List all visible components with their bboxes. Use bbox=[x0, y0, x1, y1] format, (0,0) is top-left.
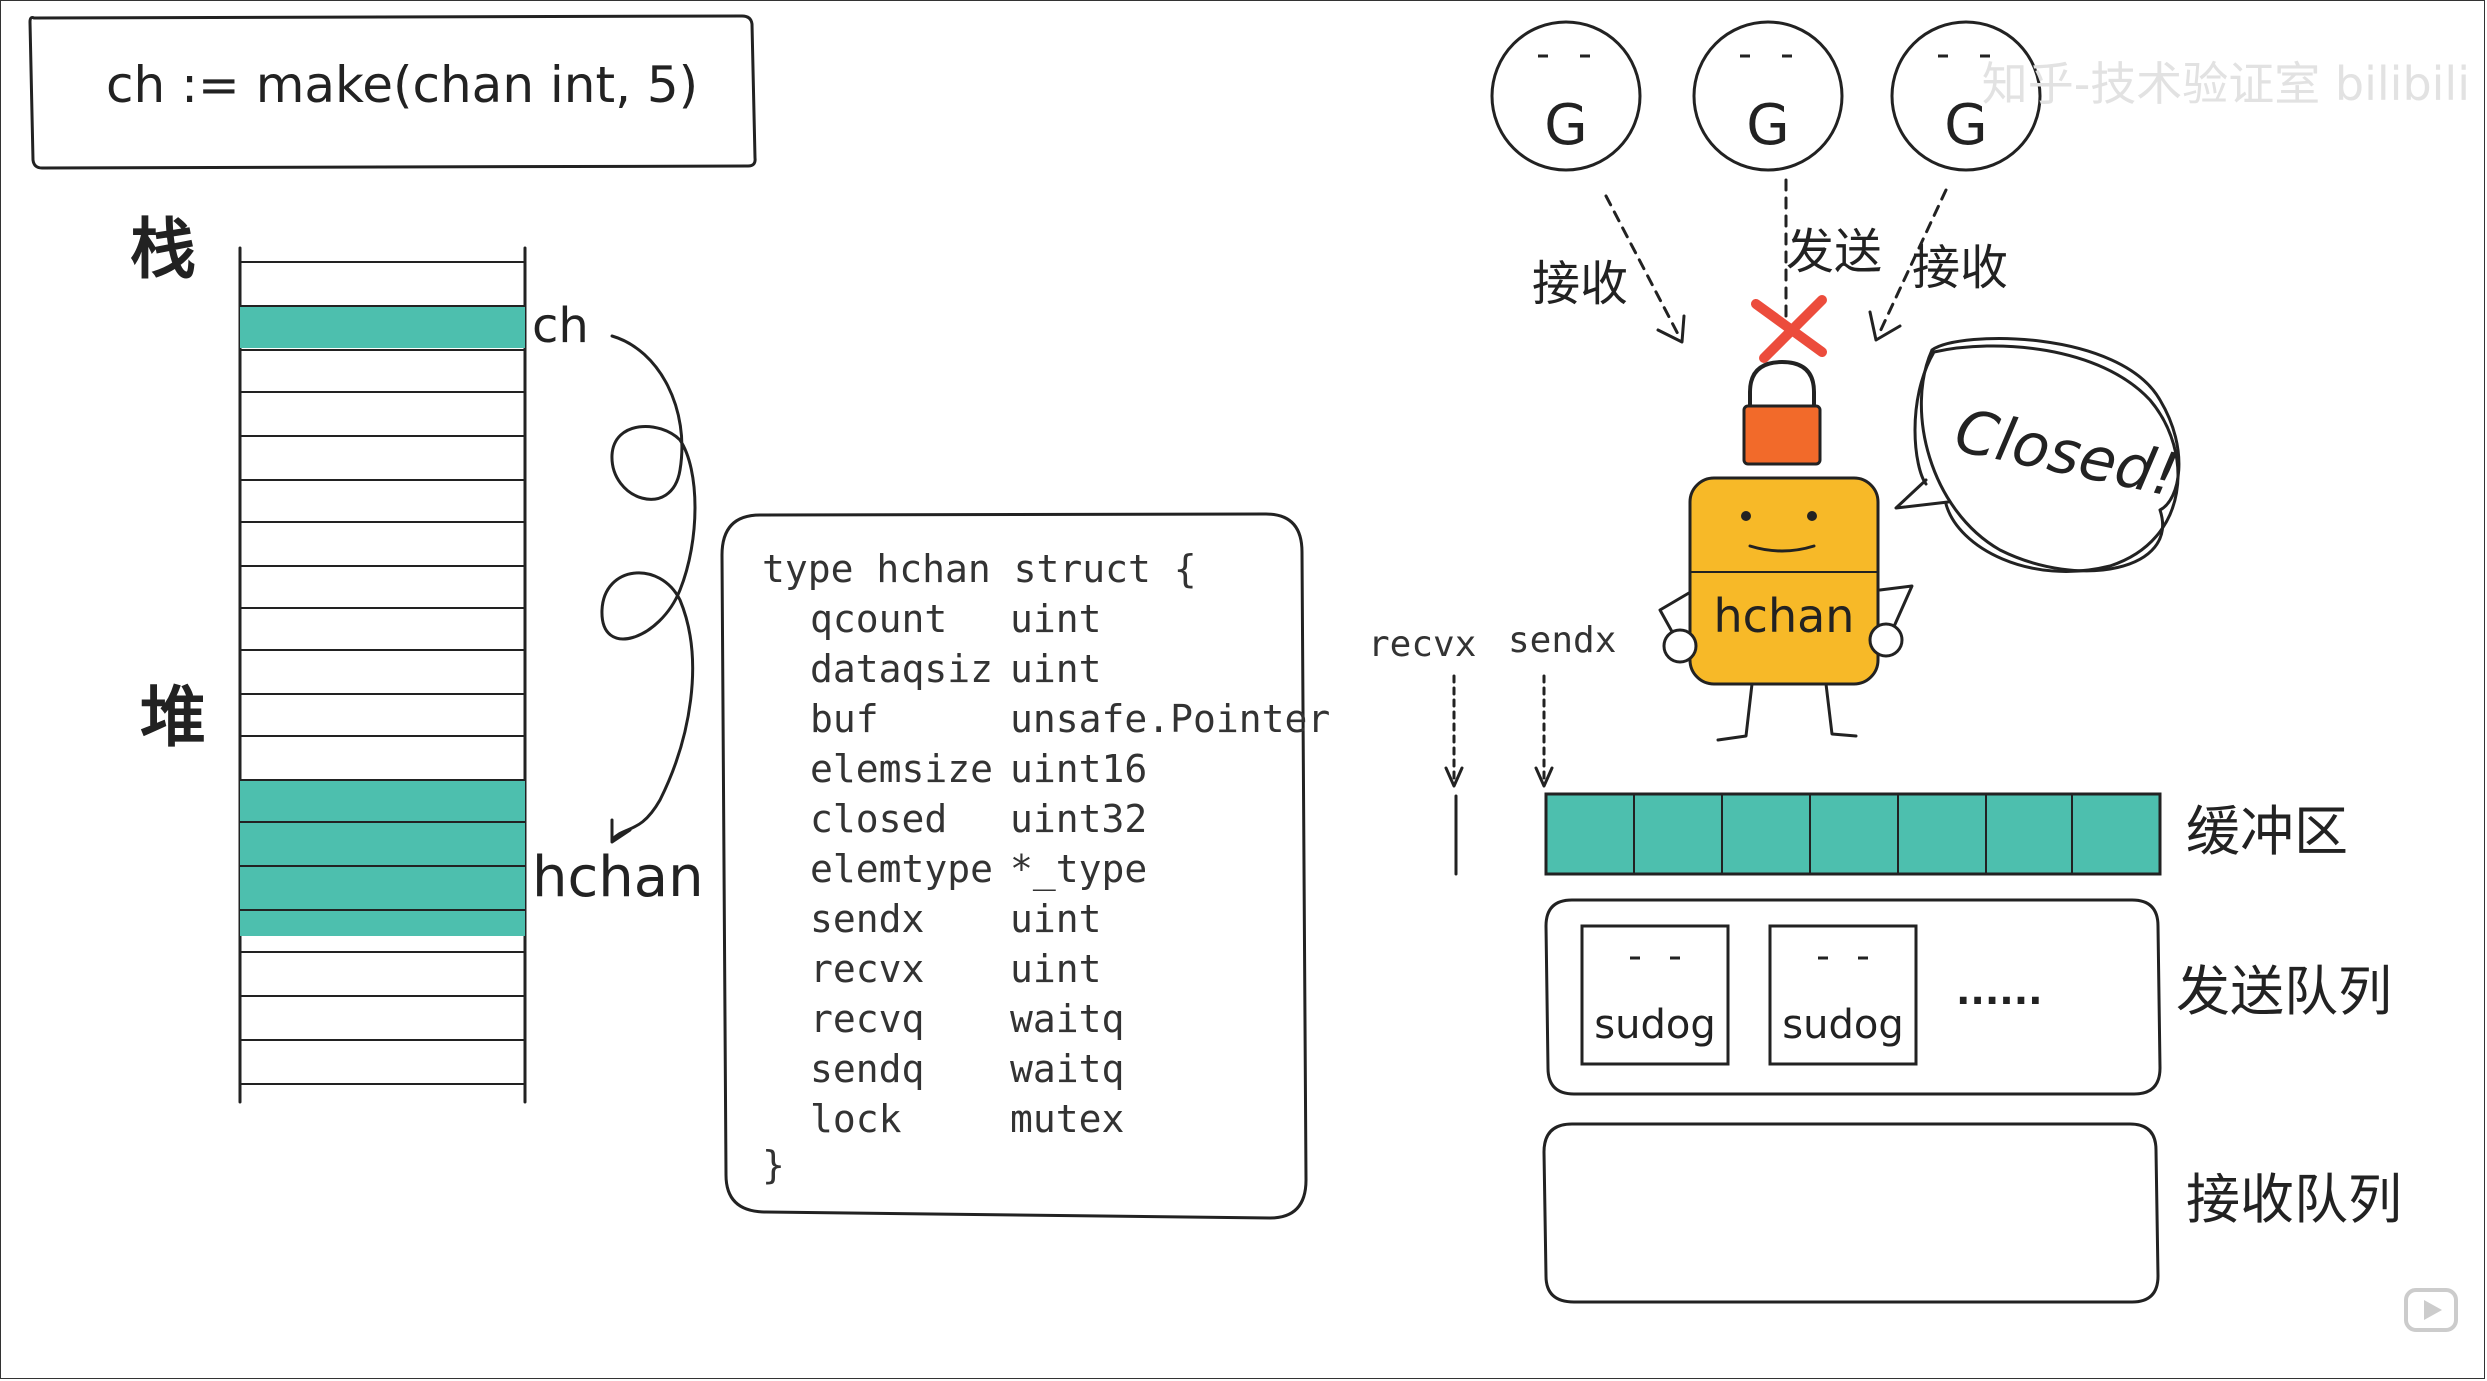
mascot-hand-right bbox=[1868, 622, 1904, 658]
struct-field-name: closed bbox=[810, 797, 947, 841]
struct-field-type: waitq bbox=[1010, 997, 1124, 1041]
sendx-label: sendx bbox=[1508, 620, 1616, 661]
send-queue: sudog sudog ...... 发送队列 bbox=[1544, 898, 2392, 1096]
recv-arrow-right bbox=[1876, 188, 1948, 338]
mascot-eye-right bbox=[1807, 511, 1817, 521]
code-text: ch := make(chan int, 5) bbox=[106, 56, 698, 114]
memory-rows bbox=[240, 261, 525, 1085]
struct-field-type: uint32 bbox=[1010, 797, 1147, 841]
buffer-label: 缓冲区 bbox=[2186, 800, 2348, 863]
goroutine-group: G G G 接收 发送 接收 bbox=[1490, 20, 2042, 363]
struct-field-name: elemtype bbox=[810, 847, 993, 891]
hchan-mascot: hchan bbox=[1658, 359, 1914, 742]
struct-field-type: waitq bbox=[1010, 1047, 1124, 1091]
mascot-label: hchan bbox=[1714, 589, 1855, 643]
buffer-section: recvx sendx 缓冲区 bbox=[1368, 620, 2348, 876]
struct-field-type: uint bbox=[1010, 897, 1102, 941]
goroutine-circle: G bbox=[1692, 20, 1844, 172]
play-icon bbox=[2404, 1288, 2458, 1332]
struct-field-name: sendq bbox=[810, 1047, 924, 1091]
mascot-leg-left bbox=[1716, 682, 1754, 742]
sudog-card: sudog bbox=[1768, 924, 1918, 1066]
struct-field-name: elemsize bbox=[810, 747, 993, 791]
mascot-mouth bbox=[1748, 544, 1816, 553]
struct-field-type: *_type bbox=[1010, 847, 1147, 892]
memory-diagram: 栈 堆 ch hchan bbox=[130, 211, 704, 1104]
goroutine-label: G bbox=[1746, 93, 1789, 158]
struct-box: type hchan struct { qcount uint dataqsiz uin… bbox=[720, 512, 1330, 1220]
struct-field-name: buf bbox=[810, 697, 879, 741]
ch-stack-slot bbox=[240, 306, 525, 348]
struct-field-type: uint bbox=[1010, 947, 1102, 991]
pointer-arrowhead bbox=[610, 818, 632, 844]
goroutine-circle: G bbox=[1490, 20, 1642, 172]
code-box: ch := make(chan int, 5) bbox=[28, 14, 757, 170]
hchan-heap-label: hchan bbox=[532, 845, 704, 910]
sudog-card: sudog bbox=[1580, 924, 1730, 1066]
blocked-cross-icon bbox=[1751, 295, 1827, 363]
struct-field-type: uint bbox=[1010, 647, 1102, 691]
recv-queue-label: 接收队列 bbox=[2186, 1168, 2402, 1231]
lock-icon bbox=[1742, 359, 1822, 466]
sendx-pointer-head bbox=[1534, 766, 1554, 788]
mascot-body bbox=[1688, 476, 1880, 686]
struct-field-type: mutex bbox=[1010, 1097, 1124, 1141]
send-queue-label: 发送队列 bbox=[2176, 960, 2392, 1023]
recvx-pointer-head bbox=[1444, 766, 1464, 788]
bubble-text: Closed! bbox=[1949, 396, 2184, 511]
recv-arrowhead-right bbox=[1868, 310, 1902, 342]
recv-queue: 接收队列 bbox=[1542, 1122, 2402, 1304]
struct-text: type hchan struct { qcount uint dataqsiz uin… bbox=[762, 547, 1330, 1187]
mascot-leg-right bbox=[1824, 682, 1858, 738]
goroutine-circle: G bbox=[1890, 20, 2042, 172]
hchan-heap-block bbox=[240, 780, 525, 936]
struct-field-name: qcount bbox=[810, 597, 947, 641]
recv-label-right: 接收 bbox=[1912, 240, 2008, 296]
pointer-arrow bbox=[600, 334, 697, 842]
struct-header: type hchan struct { bbox=[762, 547, 1197, 591]
recv-arrow-left bbox=[1604, 194, 1682, 340]
struct-field-type: unsafe.Pointer bbox=[1010, 697, 1330, 741]
goroutine-label: G bbox=[1544, 93, 1587, 158]
send-label: 发送 bbox=[1786, 224, 1882, 280]
struct-field-name: sendx bbox=[810, 897, 924, 941]
sudog-label: sudog bbox=[1782, 1002, 1903, 1048]
watermark: 知乎-技术验证室 bilibili bbox=[1982, 57, 2470, 111]
goroutine-label: G bbox=[1944, 93, 1987, 158]
struct-field-name: recvq bbox=[810, 997, 924, 1041]
buffer-cells bbox=[1633, 794, 2073, 874]
buffer-bar bbox=[1544, 792, 2162, 876]
closed-speech-bubble: Closed! bbox=[1894, 336, 2184, 573]
sudog-label: sudog bbox=[1594, 1002, 1715, 1048]
struct-footer: } bbox=[762, 1143, 785, 1187]
recvx-label: recvx bbox=[1368, 624, 1476, 665]
recv-label-left: 接收 bbox=[1532, 256, 1628, 312]
mascot-eye-left bbox=[1741, 511, 1751, 521]
mascot-hand-left bbox=[1662, 628, 1698, 664]
stack-label: 栈 bbox=[130, 211, 196, 288]
struct-field-type: uint16 bbox=[1010, 747, 1147, 791]
ch-label: ch bbox=[532, 298, 589, 354]
heap-label: 堆 bbox=[140, 679, 206, 756]
recv-arrowhead-left bbox=[1656, 314, 1686, 344]
mascot-arm-right bbox=[1878, 584, 1914, 642]
struct-field-name: lock bbox=[810, 1097, 902, 1141]
queue-ellipsis: ...... bbox=[1956, 969, 2043, 1013]
struct-field-type: uint bbox=[1010, 597, 1102, 641]
struct-field-name: dataqsiz bbox=[810, 647, 993, 691]
struct-field-name: recvx bbox=[810, 947, 924, 991]
